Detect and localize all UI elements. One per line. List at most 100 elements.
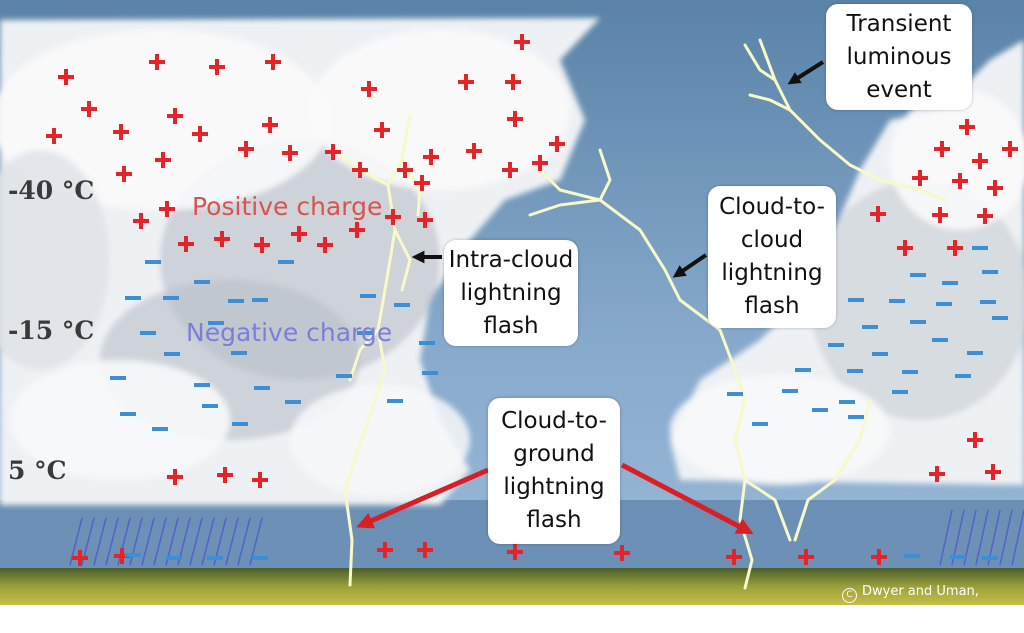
positive-charge-marker: [254, 237, 270, 253]
positive-charge-marker: [726, 549, 742, 565]
negative-charge-marker: [357, 331, 373, 335]
positive-charge-marker: [507, 544, 523, 560]
charge-markers: [46, 34, 1018, 566]
positive-charge-marker: [417, 212, 433, 228]
negative-charge-marker: [387, 399, 403, 403]
positive-charge-marker: [423, 149, 439, 165]
negative-charge-marker: [967, 351, 983, 355]
negative-charge-marker: [394, 303, 410, 307]
negative-charge-label: Negative charge: [186, 318, 393, 347]
positive-charge-marker: [929, 466, 945, 482]
callout-transient-luminous-event: Transient luminous event: [826, 4, 972, 110]
positive-charge-marker: [113, 124, 129, 140]
arrow-cloud-to-ground-right: [620, 462, 754, 534]
negative-charge-marker: [752, 422, 768, 426]
cloud-to-ground-lightning-right: [718, 328, 872, 590]
negative-charge-marker: [202, 404, 218, 408]
positive-charge-marker: [116, 166, 132, 182]
negative-charge-marker: [795, 368, 811, 372]
arrow-tle: [787, 60, 825, 85]
positive-charge-marker: [155, 152, 171, 168]
positive-charge-marker: [514, 34, 530, 50]
negative-charge-marker: [992, 316, 1008, 320]
positive-charge-marker: [291, 226, 307, 242]
negative-charge-marker: [252, 556, 268, 560]
rain-left: [69, 517, 263, 566]
positive-charge-marker: [977, 208, 993, 224]
negative-charge-marker: [782, 389, 798, 393]
negative-charge-marker: [955, 374, 971, 378]
negative-charge-marker: [848, 415, 864, 419]
negative-charge-marker: [285, 400, 301, 404]
positive-charge-marker: [934, 141, 950, 157]
positive-charge-marker: [238, 141, 254, 157]
negative-charge-marker: [932, 338, 948, 342]
positive-charge-label: Positive charge: [192, 192, 383, 221]
positive-charge-marker: [317, 237, 333, 253]
negative-charge-marker: [140, 331, 156, 335]
temperature-label-minus-40: -40 °C: [8, 176, 95, 205]
positive-charge-marker: [871, 549, 887, 565]
temperature-label-minus-15: -15 °C: [8, 316, 95, 345]
positive-charge-marker: [967, 432, 983, 448]
positive-charge-marker: [507, 111, 523, 127]
positive-charge-marker: [458, 74, 474, 90]
positive-charge-marker: [374, 122, 390, 138]
negative-charge-marker: [980, 300, 996, 304]
negative-charge-marker: [125, 296, 141, 300]
negative-charge-marker: [972, 246, 988, 250]
negative-charge-marker: [847, 369, 863, 373]
negative-charge-marker: [360, 294, 376, 298]
credit-text: Dwyer and Uman,: [862, 584, 979, 599]
negative-charge-marker: [848, 298, 864, 302]
negative-charge-marker: [166, 556, 182, 560]
negative-charge-marker: [942, 281, 958, 285]
negative-charge-marker: [207, 556, 223, 560]
positive-charge-marker: [214, 231, 230, 247]
positive-charge-marker: [912, 170, 928, 186]
positive-charge-marker: [397, 162, 413, 178]
positive-charge-marker: [349, 222, 365, 238]
positive-charge-marker: [985, 464, 1001, 480]
callout-cloud-to-ground: Cloud-to- ground lightning flash: [488, 398, 620, 544]
positive-charge-marker: [987, 180, 1003, 196]
positive-charge-marker: [209, 59, 225, 75]
positive-charge-marker: [352, 162, 368, 178]
right-storm-cloud: [670, 40, 1024, 485]
positive-charge-marker: [325, 144, 341, 160]
negative-charge-marker: [889, 299, 905, 303]
positive-charge-marker: [252, 472, 268, 488]
positive-charge-marker: [72, 550, 88, 566]
negative-charge-marker: [727, 392, 743, 396]
negative-charge-marker: [982, 270, 998, 274]
negative-charge-marker: [145, 260, 161, 264]
negative-charge-marker: [336, 374, 352, 378]
negative-charge-marker: [892, 390, 908, 394]
positive-charge-marker: [192, 126, 208, 142]
negative-charge-marker: [950, 555, 966, 559]
left-storm-cloud: [0, 18, 600, 505]
positive-charge-marker: [798, 549, 814, 565]
negative-charge-marker: [152, 427, 168, 431]
positive-charge-marker: [1002, 141, 1018, 157]
positive-charge-marker: [417, 542, 433, 558]
positive-charge-marker: [114, 548, 130, 564]
positive-charge-marker: [952, 173, 968, 189]
page-bottom-strip: [0, 605, 1024, 633]
positive-charge-marker: [947, 240, 963, 256]
negative-charge-marker: [163, 296, 179, 300]
negative-charge-marker: [910, 273, 926, 277]
negative-charge-marker: [194, 383, 210, 387]
positive-charge-marker: [466, 143, 482, 159]
positive-charge-marker: [81, 101, 97, 117]
positive-charge-marker: [58, 69, 74, 85]
positive-charge-marker: [414, 175, 430, 191]
callout-intra-cloud: Intra-cloud lightning flash: [444, 240, 578, 346]
negative-charge-marker: [194, 280, 210, 284]
negative-charge-marker: [164, 352, 180, 356]
negative-charge-marker: [228, 299, 244, 303]
positive-charge-marker: [265, 54, 281, 70]
positive-charge-marker: [502, 162, 518, 178]
positive-charge-marker: [46, 128, 62, 144]
